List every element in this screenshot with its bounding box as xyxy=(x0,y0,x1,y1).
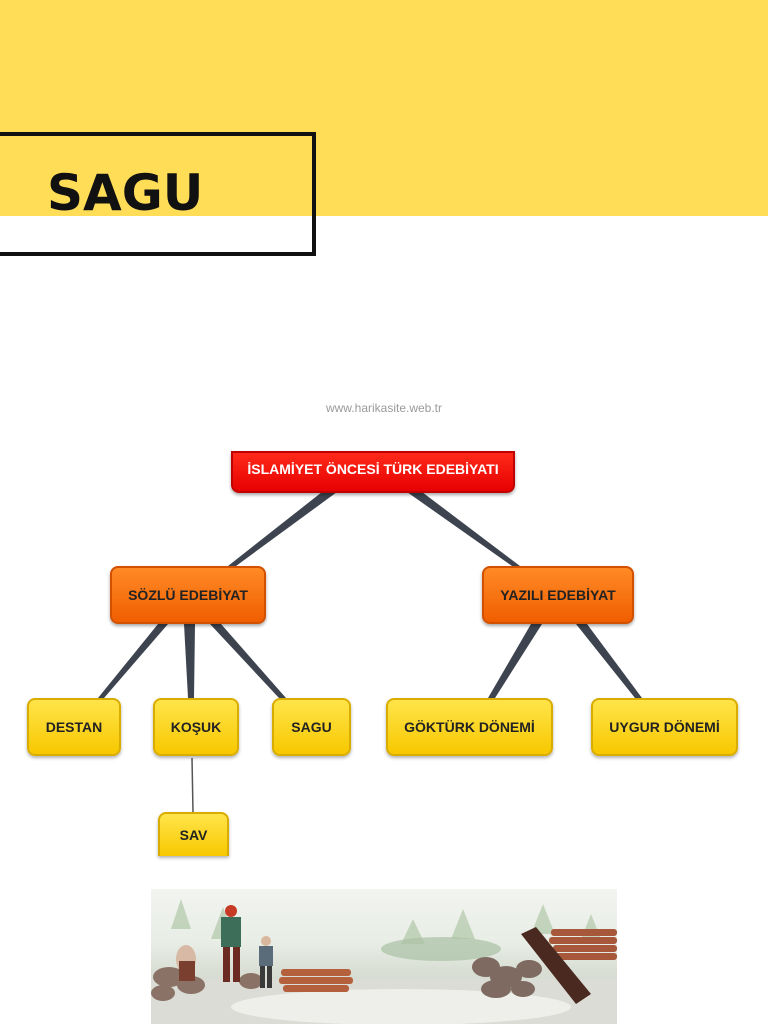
node-uygur-donemi: UYGUR DÖNEMİ xyxy=(591,698,738,756)
connector-root-yazili xyxy=(407,492,520,566)
node-sagu-label: SAGU xyxy=(291,719,332,735)
header-band xyxy=(0,0,768,216)
node-uygur-label: UYGUR DÖNEMİ xyxy=(609,719,720,735)
node-sagu: SAGU xyxy=(272,698,351,756)
node-gokturk-donemi: GÖKTÜRK DÖNEMİ xyxy=(386,698,553,756)
node-sozlu-edebiyat: SÖZLÜ EDEBİYAT xyxy=(110,566,266,624)
node-root-label: İSLAMİYET ÖNCESİ TÜRK EDEBİYATI xyxy=(247,461,499,477)
node-kosuk-label: KOŞUK xyxy=(170,719,222,735)
illustration-image xyxy=(151,889,617,1024)
page-title: SAGU xyxy=(47,164,204,222)
title-frame xyxy=(0,132,316,256)
node-yazili-label: YAZILI EDEBİYAT xyxy=(500,587,616,603)
node-yazili-edebiyat: YAZILI EDEBİYAT xyxy=(482,566,634,624)
node-destan: DESTAN xyxy=(27,698,121,756)
watermark-text: www.harikasite.web.tr xyxy=(325,401,443,415)
node-sav-label: SAV xyxy=(179,827,208,843)
connector-yazili-gokturk xyxy=(488,624,542,698)
node-kosuk: KOŞUK xyxy=(153,698,239,756)
connector-sozlu-kosuk xyxy=(184,624,195,698)
connector-sozlu-sagu xyxy=(210,624,286,698)
connector-root-sozlu xyxy=(228,492,337,566)
node-gokturk-label: GÖKTÜRK DÖNEMİ xyxy=(404,719,535,735)
node-root: İSLAMİYET ÖNCESİ TÜRK EDEBİYATI xyxy=(231,451,515,493)
connector-yazili-uygur xyxy=(576,624,642,698)
node-sav: SAV xyxy=(158,812,229,856)
illustration-drawing xyxy=(151,899,617,1024)
connector-sozlu-destan xyxy=(98,624,168,698)
node-destan-label: DESTAN xyxy=(45,719,103,735)
node-sozlu-label: SÖZLÜ EDEBİYAT xyxy=(128,587,248,603)
connector-kosuk-sav xyxy=(191,757,194,813)
